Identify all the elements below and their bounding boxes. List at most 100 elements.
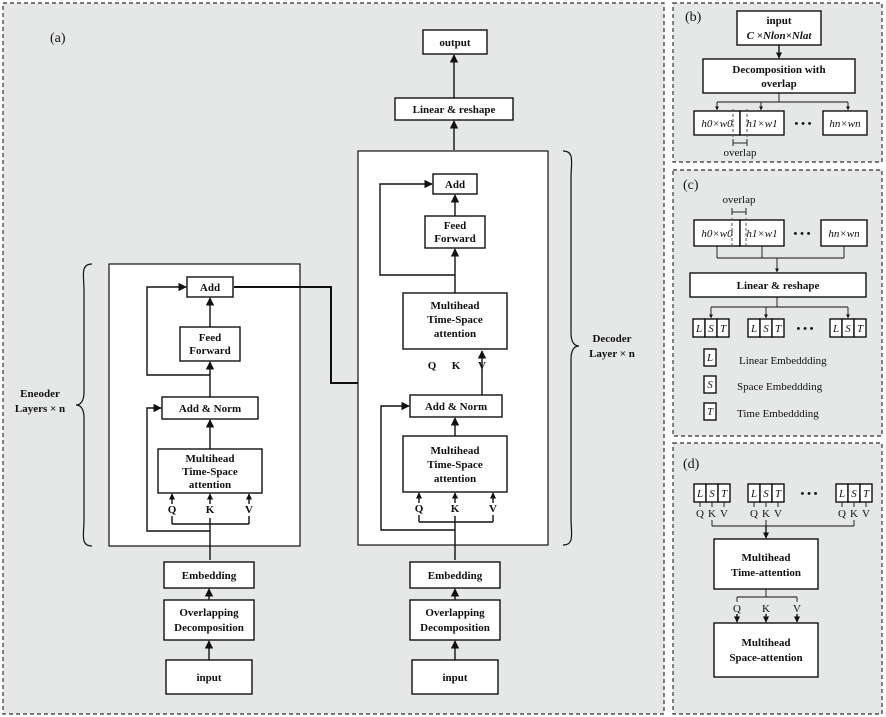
panel-c-patch-n-text: hn×wn — [828, 228, 860, 240]
panel-c-background — [672, 169, 883, 437]
panel-d-g2-v: V — [774, 508, 782, 520]
panel-c-gn-t: T — [857, 323, 864, 335]
encoder-input-text: input — [196, 672, 221, 684]
panel-a-background — [2, 2, 665, 715]
panel-d-g1-k: K — [708, 508, 716, 520]
panel-c-patch-1-text: h1×w1 — [746, 228, 777, 240]
decoder-self-q-label: Q — [415, 503, 424, 515]
legend-t-symbol: T — [707, 406, 714, 418]
panel-d-gn-q: Q — [838, 508, 846, 520]
decoder-self-mh-text-1: Multihead — [431, 445, 480, 457]
encoder-q-label: Q — [168, 504, 177, 516]
decoder-ff-text-1: Feed — [444, 220, 467, 232]
legend-t-swatch — [703, 402, 717, 421]
panel-c-dots-patches: • • • — [793, 228, 810, 240]
panel-b-dots: • • • — [794, 118, 811, 130]
panel-b: (b) input C ×Nlon×Nlat Decomposition wit… — [672, 2, 883, 163]
panel-b-patch-0 — [693, 110, 741, 136]
panel-b-decomp-text-1: Decomposition with — [732, 64, 825, 76]
panel-a-label: (a) — [50, 31, 66, 46]
decoder-input-text: input — [442, 672, 467, 684]
legend-s-symbol: S — [707, 379, 713, 391]
panel-d-k-label: K — [762, 603, 770, 615]
decoder-cross-k-label: K — [452, 360, 461, 372]
panel-a: (a) output Linear & reshape Eneoder Laye… — [2, 2, 665, 715]
encoder-ff-text-1: Feed — [199, 332, 222, 344]
decoder-add-text: Add — [445, 179, 465, 191]
panel-d-gn-s: S — [851, 488, 857, 500]
panel-c-label: (c) — [683, 178, 699, 193]
decoder-self-k-label: K — [451, 503, 460, 515]
decoder-cross-mh-text-3: attention — [434, 328, 476, 340]
decoder-overlap-decomp-box — [409, 599, 501, 641]
panel-c-g2-s: S — [763, 323, 769, 335]
panel-c-g1-t: T — [720, 323, 727, 335]
panel-d-gn-l: L — [838, 488, 845, 500]
panel-d-g1-t: T — [721, 488, 728, 500]
encoder-label-1: Eneoder — [20, 388, 60, 400]
panel-d-space-text-2: Space-attention — [729, 652, 802, 664]
panel-d-label: (d) — [683, 457, 700, 472]
encoder-mh-text-3: attention — [189, 479, 231, 491]
legend-t-text: Time Embeddding — [737, 408, 819, 420]
panel-d-gn-t: T — [863, 488, 870, 500]
decoder-self-v-label: V — [489, 503, 497, 515]
decoder-self-multihead-box — [402, 435, 508, 493]
panel-d-time-text-2: Time-attention — [731, 567, 801, 579]
panel-c-gn-l: L — [832, 323, 839, 335]
decoder-input-box — [411, 659, 499, 695]
encoder-add-norm-text: Add & Norm — [179, 403, 241, 415]
encoder-k-label: K — [206, 504, 215, 516]
decoder-cross-mh-text-1: Multihead — [431, 300, 480, 312]
decoder-embedding-box — [409, 561, 501, 589]
panel-b-patch-0-text: h0×w0 — [701, 118, 733, 130]
panel-c-g2-l: L — [750, 323, 757, 335]
output-box — [422, 29, 488, 55]
decoder-label-1: Decoder — [592, 333, 631, 345]
panel-b-patch-1-text: h1×w1 — [746, 118, 777, 130]
output-text: output — [439, 37, 471, 49]
panel-b-patch-n-text: hn×wn — [829, 118, 861, 130]
encoder-label-2: Layers × n — [15, 403, 65, 415]
panel-c-g2-t: T — [775, 323, 782, 335]
linear-reshape-text: Linear & reshape — [413, 104, 496, 116]
decoder-label-2: Layer × n — [589, 348, 635, 360]
panel-c-g1-l: L — [695, 323, 702, 335]
panel-b-patch-n — [822, 110, 868, 136]
encoder-overlap-text-1: Overlapping — [179, 607, 239, 619]
panel-b-label: (b) — [685, 10, 702, 25]
panel-c-patch-1 — [739, 219, 785, 247]
decoder-add-box — [432, 173, 478, 195]
panel-d-space-attention-box — [713, 622, 819, 678]
panel-d: (d) L S T Q K V L S T Q K V • • • L S T … — [672, 442, 883, 715]
panel-b-input-box — [736, 10, 822, 46]
encoder-embedding-text: Embedding — [182, 570, 237, 582]
panel-d-g1-v: V — [720, 508, 728, 520]
encoder-embedding-box — [163, 561, 255, 589]
panel-b-decomp-text-2: overlap — [761, 78, 796, 90]
encoder-brace — [75, 263, 93, 547]
encoder-mh-text-1: Multihead — [186, 453, 235, 465]
panel-c-gn-s: S — [845, 323, 851, 335]
decoder-ff-text-2: Forward — [434, 233, 476, 245]
panel-c-g1-s: S — [708, 323, 714, 335]
panel-c-dots-tokens: • • • — [796, 323, 813, 335]
panel-d-v-label: V — [793, 603, 801, 615]
panel-d-gn-k: K — [850, 508, 858, 520]
decoder-embedding-text: Embedding — [428, 570, 483, 582]
panel-d-g1-s: S — [709, 488, 715, 500]
encoder-mh-text-2: Time-Space — [182, 466, 238, 478]
panel-d-g1-l: L — [696, 488, 703, 500]
decoder-brace — [562, 150, 580, 546]
panel-c: (c) overlap h0×w0 h1×w1 • • • hn×wn Line… — [672, 169, 883, 437]
panel-d-q-label: Q — [733, 603, 741, 615]
panel-c-patch-0-text: h0×w0 — [701, 228, 733, 240]
panel-d-dots: • • • — [800, 488, 817, 500]
panel-c-overlap-text: overlap — [723, 194, 756, 206]
decoder-cross-mh-text-2: Time-Space — [427, 314, 483, 326]
decoder-cross-q-label: Q — [428, 360, 437, 372]
decoder-self-mh-text-3: attention — [434, 473, 476, 485]
encoder-overlap-decomp-box — [163, 599, 255, 641]
legend-s-swatch — [703, 375, 717, 394]
